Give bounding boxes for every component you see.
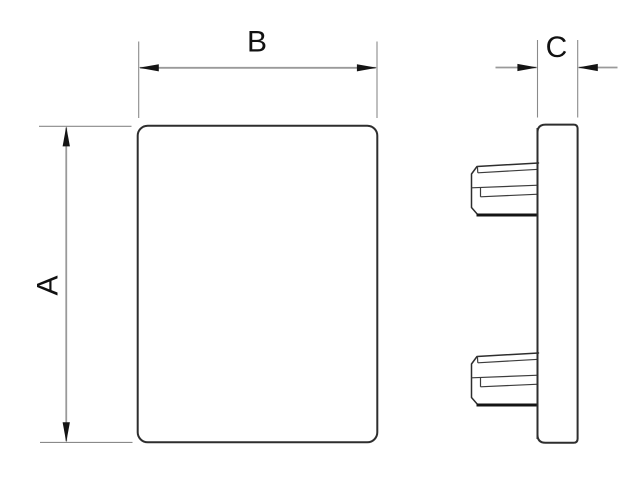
arrow-right-icon [517,63,538,72]
side-view-body [536,123,579,444]
dimension-a: A [32,125,133,443]
side-view-tab-lower [470,351,540,407]
arrow-down-icon [62,422,70,443]
side-view-tab-upper [470,161,540,217]
dim-label-b: B [247,26,267,59]
dimension-b: B [138,26,378,118]
dimension-c: C [495,31,618,118]
dim-label-c: C [546,31,568,64]
arrow-left-icon [577,63,598,72]
arrow-up-icon [62,126,70,147]
arrow-left-icon [138,64,159,72]
side-view [470,123,579,444]
dim-label-a: A [32,275,65,295]
arrow-right-icon [356,64,377,72]
front-view-outline [136,124,379,444]
front-view [136,124,379,444]
